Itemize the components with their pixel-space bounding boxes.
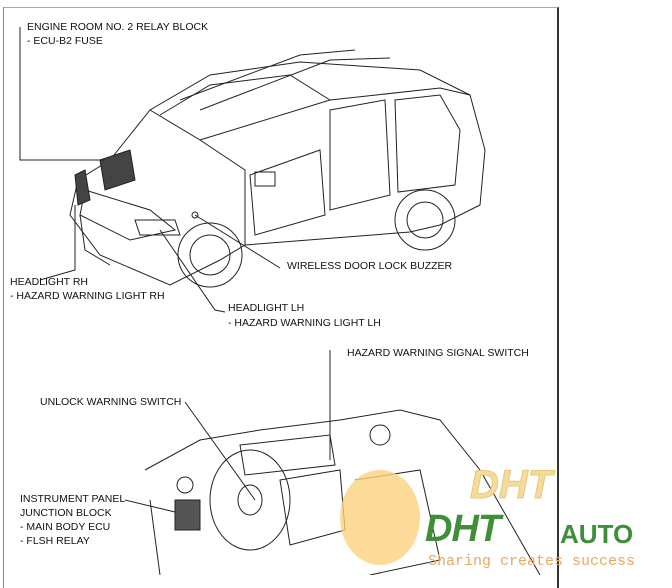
dashboard-illustration xyxy=(124,350,541,575)
label-hazard-lh: - HAZARD WARNING LIGHT LH xyxy=(228,317,381,329)
label-unlock-switch: UNLOCK WARNING SWITCH xyxy=(40,396,182,408)
diagram-frame xyxy=(3,7,559,588)
label-headlight-lh: HEADLIGHT LH xyxy=(228,302,305,314)
suv-illustration xyxy=(69,49,486,288)
label-hazard-switch: HAZARD WARNING SIGNAL SWITCH xyxy=(347,347,529,359)
label-ip-ecu: - MAIN BODY ECU xyxy=(20,521,111,533)
watermark-slogan: Sharing creates success xyxy=(428,553,636,570)
label-ip-junction-2: JUNCTION BLOCK xyxy=(20,507,112,519)
watermark-logo: DHT xyxy=(425,508,501,550)
watermark-logo-outline: DHT xyxy=(469,463,553,508)
label-relay-fuse: - ECU-B2 FUSE xyxy=(27,35,103,47)
label-buzzer: WIRELESS DOOR LOCK BUZZER xyxy=(287,260,453,272)
watermark-circle xyxy=(340,470,420,565)
label-ip-junction-1: INSTRUMENT PANEL xyxy=(20,493,126,505)
watermark-auto: AUTO xyxy=(560,519,634,549)
label-ip-relay: - FLSH RELAY xyxy=(20,535,90,547)
label-hazard-rh: - HAZARD WARNING LIGHT RH xyxy=(10,290,165,302)
vehicle-diagram xyxy=(19,27,541,575)
label-headlight-rh: HEADLIGHT RH xyxy=(10,276,88,288)
label-relay-block: ENGINE ROOM NO. 2 RELAY BLOCK xyxy=(27,21,209,33)
